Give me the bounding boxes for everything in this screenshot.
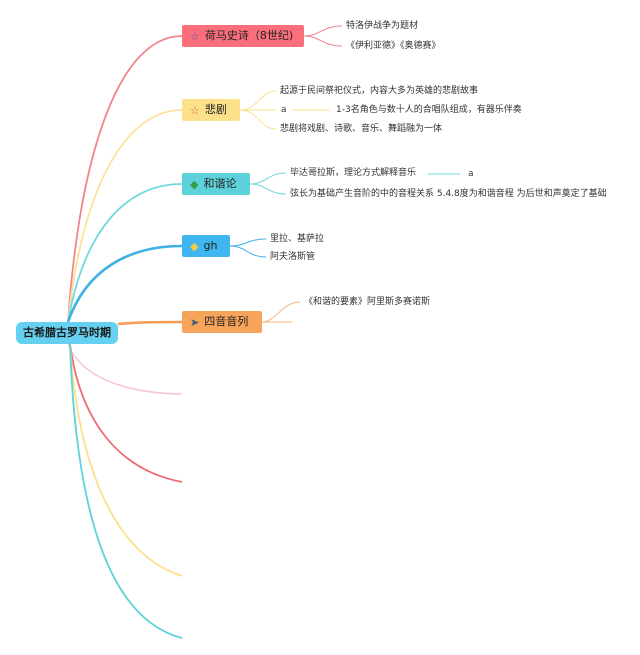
decor-curve-red bbox=[69, 343, 183, 483]
leaf-gh-1[interactable]: 里拉、基萨拉 bbox=[270, 234, 325, 244]
leaf-homer-1[interactable]: 特洛伊战争为题材 bbox=[346, 21, 419, 31]
branch-node-gh[interactable]: ◆ gh bbox=[182, 235, 230, 257]
star-outline-icon: ☆ bbox=[190, 103, 200, 117]
leaf-tragedy-2[interactable]: 1-3名角色与数十人的合唱队组成，有器乐伴奏 bbox=[336, 105, 522, 115]
leaf-line-harmony-2 bbox=[249, 183, 287, 195]
star-outline-icon: ☆ bbox=[190, 29, 200, 43]
branch-node-tetrachord[interactable]: ➤ 四音音列 bbox=[182, 311, 262, 333]
leaf-harmony-a[interactable]: a bbox=[468, 169, 474, 179]
leaf-tragedy-3[interactable]: 悲剧将戏剧、诗歌、音乐、舞蹈融为一体 bbox=[280, 124, 443, 134]
branch-label-tragedy: 悲剧 bbox=[204, 103, 227, 116]
leaf-line-tragedy-3 bbox=[239, 109, 277, 130]
decor-curve-cyan bbox=[69, 343, 183, 639]
branch-node-harmony[interactable]: ◆ 和谐论 bbox=[182, 173, 250, 195]
root-node[interactable]: 古希腊古罗马时期 bbox=[16, 322, 118, 344]
branch-label-harmony: 和谐论 bbox=[203, 177, 237, 190]
paper-plane-icon: ➤ bbox=[190, 315, 200, 329]
branch-line-tetrachord bbox=[117, 320, 183, 326]
leaf-harmony-2[interactable]: 弦长为基础产生音阶的中的音程关系 5.4.8度为和谐音程 为后世和声奠定了基础 bbox=[290, 189, 607, 199]
branch-line-homer bbox=[67, 35, 183, 323]
branch-label-homer: 荷马史诗（8世纪) bbox=[204, 29, 294, 42]
diamond-icon: ◆ bbox=[190, 239, 199, 253]
leaf-line-homer-2 bbox=[303, 35, 343, 47]
branch-line-tragedy bbox=[67, 109, 183, 323]
leaf-line-gh-2 bbox=[229, 245, 267, 258]
leaf-tragedy-1[interactable]: 起源于民间祭祀仪式，内容大多为英雄的悲剧故事 bbox=[280, 86, 479, 96]
branch-line-harmony bbox=[67, 183, 183, 323]
branch-node-tragedy[interactable]: ☆ 悲剧 bbox=[182, 99, 240, 121]
leaf-line-tetrachord-1 bbox=[261, 301, 301, 323]
leaf-line-homer-1 bbox=[303, 25, 343, 37]
leaf-line-tragedy-1 bbox=[239, 90, 277, 111]
diamond-icon: ◆ bbox=[190, 177, 199, 191]
branch-line-gh bbox=[66, 244, 183, 323]
leaf-line-gh-1 bbox=[229, 238, 267, 247]
leaf-line-harmony-1 bbox=[249, 172, 287, 185]
decor-curve-pink bbox=[67, 343, 183, 395]
leaf-tetrachord-1[interactable]: 《和谐的要素》阿里斯多赛诺斯 bbox=[304, 297, 431, 307]
decor-curve-yellow bbox=[69, 343, 183, 577]
branch-node-homer[interactable]: ☆ 荷马史诗（8世纪) bbox=[182, 25, 304, 47]
leaf-gh-2[interactable]: 阿夫洛斯管 bbox=[270, 252, 316, 262]
leaf-homer-2[interactable]: 《伊利亚德》《奥德赛》 bbox=[346, 41, 441, 51]
branch-label-tetrachord: 四音音列 bbox=[204, 315, 249, 328]
leaf-harmony-1[interactable]: 毕达哥拉斯，理论方式解释音乐 bbox=[290, 168, 417, 178]
branch-label-gh: gh bbox=[203, 239, 218, 252]
leaf-tragedy-a[interactable]: a bbox=[281, 105, 287, 115]
